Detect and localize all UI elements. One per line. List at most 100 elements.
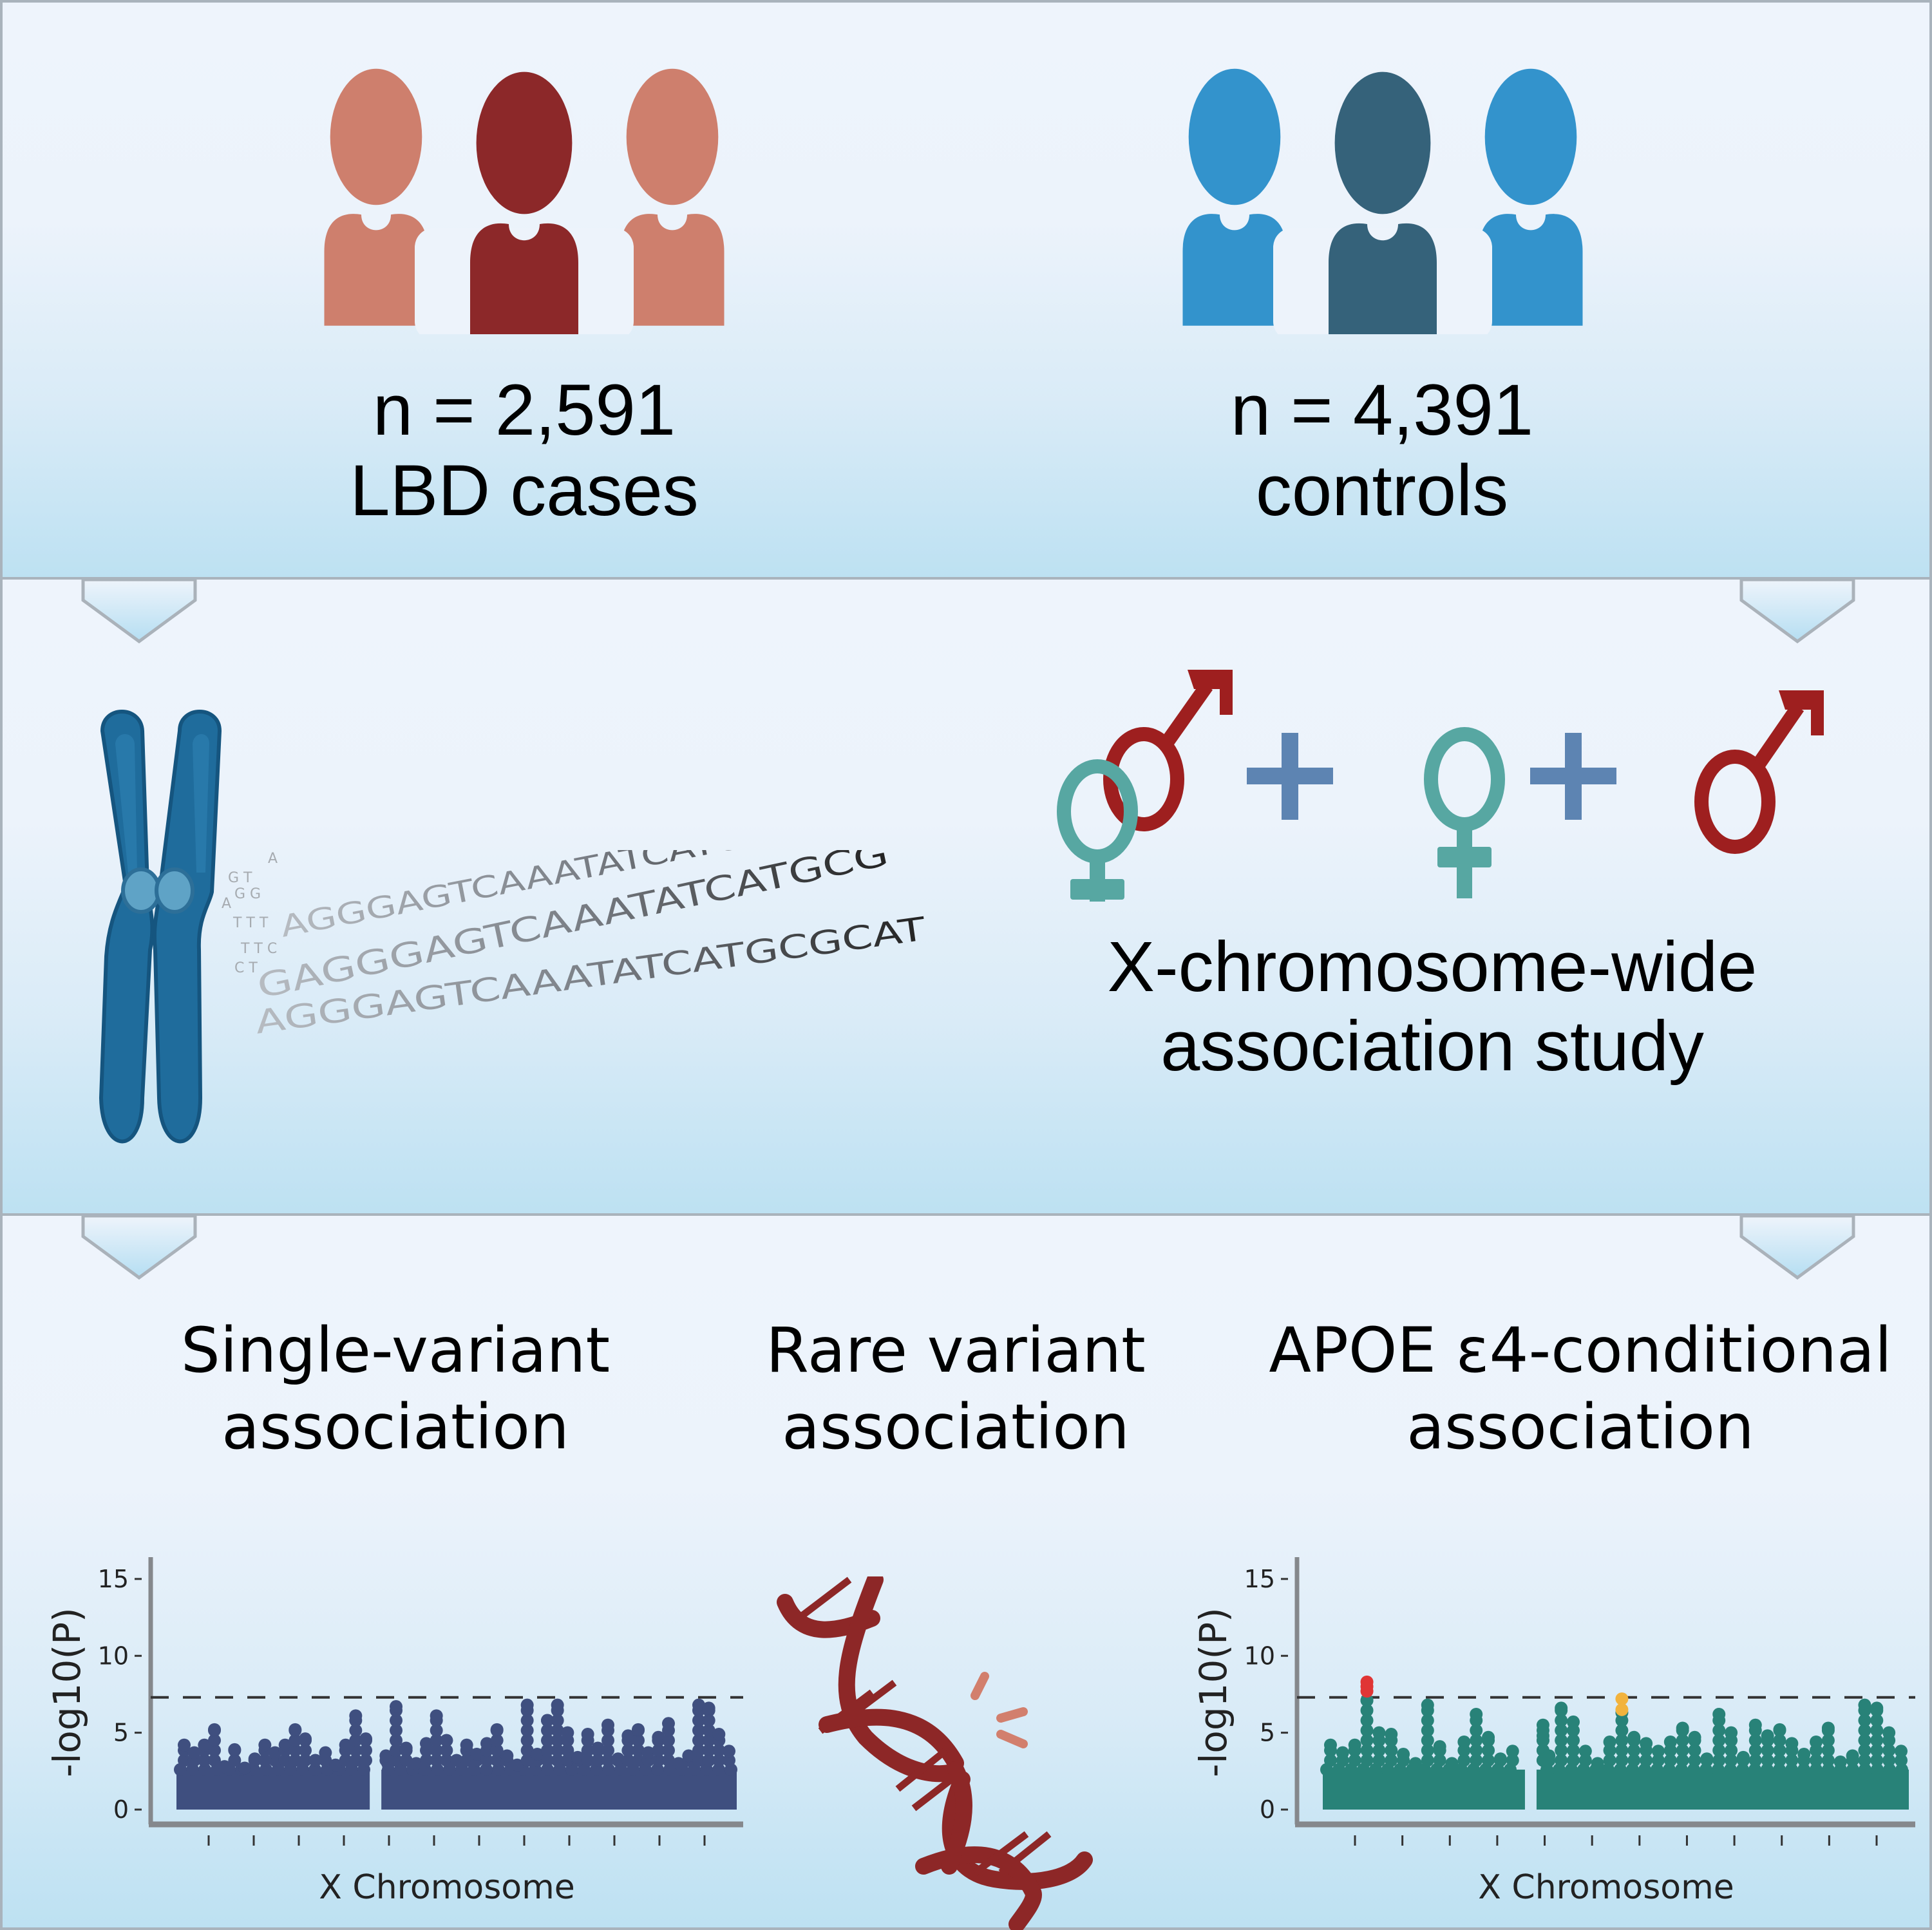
variant-point [1748, 1718, 1762, 1732]
variant-point [299, 1754, 312, 1767]
variant-point [692, 1734, 705, 1747]
person-back-right [620, 68, 724, 326]
cases-people-icon [292, 64, 756, 341]
variant-point [541, 1744, 554, 1757]
flow-arrow-left-icon [81, 580, 197, 644]
variant-point [1348, 1738, 1361, 1752]
variant-point [632, 1744, 645, 1757]
variant-point [1773, 1763, 1786, 1776]
plus-icon-1 [1247, 733, 1333, 820]
variant-point [198, 1754, 211, 1767]
variant-point [1858, 1754, 1871, 1767]
variant-point [1470, 1744, 1483, 1757]
x-axis-label: X Chromosome [1478, 1868, 1734, 1907]
variant-point [1421, 1754, 1434, 1767]
variant-point [541, 1724, 554, 1737]
variant-point [1821, 1754, 1835, 1767]
person-front [1329, 71, 1437, 340]
controls-count: n = 4,391 [1230, 370, 1534, 450]
variant-point [1372, 1744, 1386, 1757]
variant-point [308, 1754, 322, 1767]
variant-point [1870, 1744, 1884, 1757]
variant-point [551, 1698, 564, 1712]
variant-point [1360, 1754, 1374, 1767]
male-icon [1694, 690, 1824, 854]
variant-point [339, 1738, 352, 1752]
variant-point [269, 1746, 281, 1759]
variant-point [551, 1724, 564, 1737]
variant-point [651, 1763, 664, 1776]
variant-point [1360, 1734, 1374, 1747]
cohort-panel: n = 2,591 LBD cases n = 4,391 controls [0, 0, 1932, 580]
variant-point [339, 1754, 352, 1767]
variant-point [1421, 1744, 1434, 1757]
variant-point [1615, 1744, 1629, 1757]
variant-point [1761, 1729, 1774, 1743]
variant-point [430, 1754, 443, 1767]
variant-point [1725, 1726, 1738, 1739]
variant-point [1761, 1754, 1774, 1767]
variant-point [1470, 1734, 1483, 1747]
variant-point [1883, 1763, 1896, 1776]
variant-point [430, 1744, 443, 1757]
variant-point [490, 1744, 504, 1757]
study-panel: AGGGAGTCAAATATCATGCGCAT GAGGGAGTCAAATATC… [0, 577, 1932, 1216]
variant-point [1470, 1724, 1483, 1737]
variant-point [1797, 1763, 1810, 1776]
variant-point [349, 1724, 363, 1737]
significant-variant-point [1360, 1685, 1374, 1698]
variant-point [541, 1754, 554, 1767]
variant-point [349, 1754, 363, 1767]
variant-point [178, 1738, 191, 1752]
variant-point [520, 1724, 534, 1737]
svg-text:C T: C T [234, 960, 258, 976]
variant-point [702, 1701, 715, 1715]
variant-point [480, 1737, 493, 1750]
variant-point [581, 1728, 594, 1741]
variant-point [520, 1744, 534, 1757]
variant-point [1555, 1744, 1568, 1757]
variant-point [1506, 1754, 1519, 1767]
variant-point [692, 1714, 705, 1727]
variant-point [460, 1754, 473, 1767]
variant-point [652, 1744, 665, 1757]
variant-point [682, 1749, 696, 1763]
x-chromosome-icon [83, 705, 244, 1162]
variant-point [1433, 1740, 1446, 1754]
variant-point [1470, 1707, 1483, 1721]
variant-point [662, 1744, 675, 1757]
suggestive-variant-point [1615, 1703, 1629, 1716]
variant-point [1712, 1763, 1725, 1776]
variant-point [1555, 1724, 1568, 1737]
variant-point [1846, 1763, 1859, 1776]
dna-sequence-graphic: AGGGAGTCAAATATCATGCGCAT GAGGGAGTCAAATATC… [222, 794, 962, 1082]
variant-point [1712, 1744, 1726, 1757]
variant-point [460, 1738, 473, 1752]
variant-point [390, 1754, 402, 1767]
variant-point [531, 1748, 544, 1761]
variant-point [1712, 1707, 1726, 1721]
single-variant-title-line1: Single-variant [180, 1314, 611, 1386]
cases-label: LBD cases [350, 450, 699, 531]
plus-icon-2 [1530, 733, 1616, 820]
variant-point [480, 1763, 493, 1776]
variant-point [1372, 1754, 1386, 1767]
variant-point [198, 1763, 211, 1776]
variant-point [712, 1763, 725, 1776]
variant-point [1640, 1754, 1653, 1767]
variant-point [1773, 1754, 1786, 1767]
variant-point [1821, 1721, 1835, 1735]
variant-point [1482, 1730, 1495, 1744]
y-tick-label: 15 [98, 1565, 129, 1593]
variant-point [1773, 1734, 1786, 1747]
variant-point [601, 1754, 614, 1767]
variant-point [500, 1749, 514, 1763]
variant-point [1591, 1757, 1604, 1770]
variant-point [228, 1743, 242, 1756]
variant-point [208, 1734, 221, 1747]
variant-point [430, 1709, 443, 1723]
analyses-panel: Single-variant association Rare variant … [0, 1213, 1932, 1930]
variant-point [601, 1744, 614, 1757]
variant-point [218, 1760, 231, 1774]
